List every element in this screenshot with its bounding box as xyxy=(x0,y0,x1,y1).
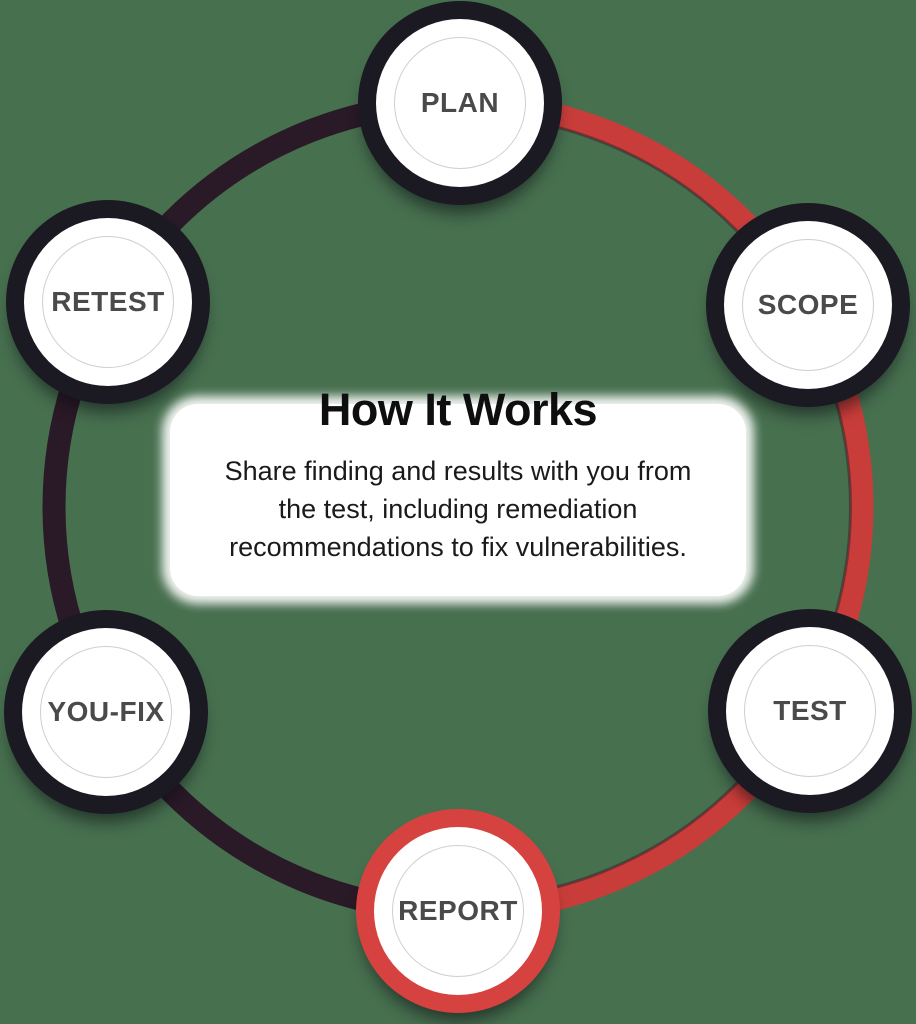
description-line: Share finding and results with you from xyxy=(224,456,692,486)
ring-arc-red-inner-shadow xyxy=(457,113,852,901)
ring-arc-red xyxy=(457,91,874,923)
node-label: SCOPE xyxy=(757,289,859,320)
node-test: TEST xyxy=(708,609,912,813)
diagram-description: Share finding and results with you from … xyxy=(128,452,788,566)
node-face: SCOPE xyxy=(724,221,892,389)
node-scope: SCOPE xyxy=(706,203,910,407)
node-retest: RETEST xyxy=(6,200,210,404)
diagram-title: How It Works xyxy=(318,384,598,435)
node-face: REPORT xyxy=(374,827,542,995)
node-label: RETEST xyxy=(51,286,165,317)
node-label: TEST xyxy=(773,695,847,726)
center-text-backdrop xyxy=(170,404,746,596)
node-report: REPORT xyxy=(356,809,560,1013)
description-line: recommendations to fix vulnerabilities. xyxy=(229,532,687,562)
node-face: PLAN xyxy=(376,19,544,187)
node-plan: PLAN xyxy=(358,1,562,205)
ring-arc-dark xyxy=(42,91,459,923)
node-you-fix: YOU-FIX xyxy=(4,610,208,814)
node-face: TEST xyxy=(726,627,894,795)
description-line: the test, including remediation xyxy=(278,494,638,524)
node-label: YOU-FIX xyxy=(47,696,165,727)
node-label: PLAN xyxy=(420,87,500,118)
center-copy: How It Works Share finding and results w… xyxy=(128,384,788,566)
node-label: REPORT xyxy=(398,895,518,926)
node-face: YOU-FIX xyxy=(22,628,190,796)
node-face: RETEST xyxy=(24,218,192,386)
